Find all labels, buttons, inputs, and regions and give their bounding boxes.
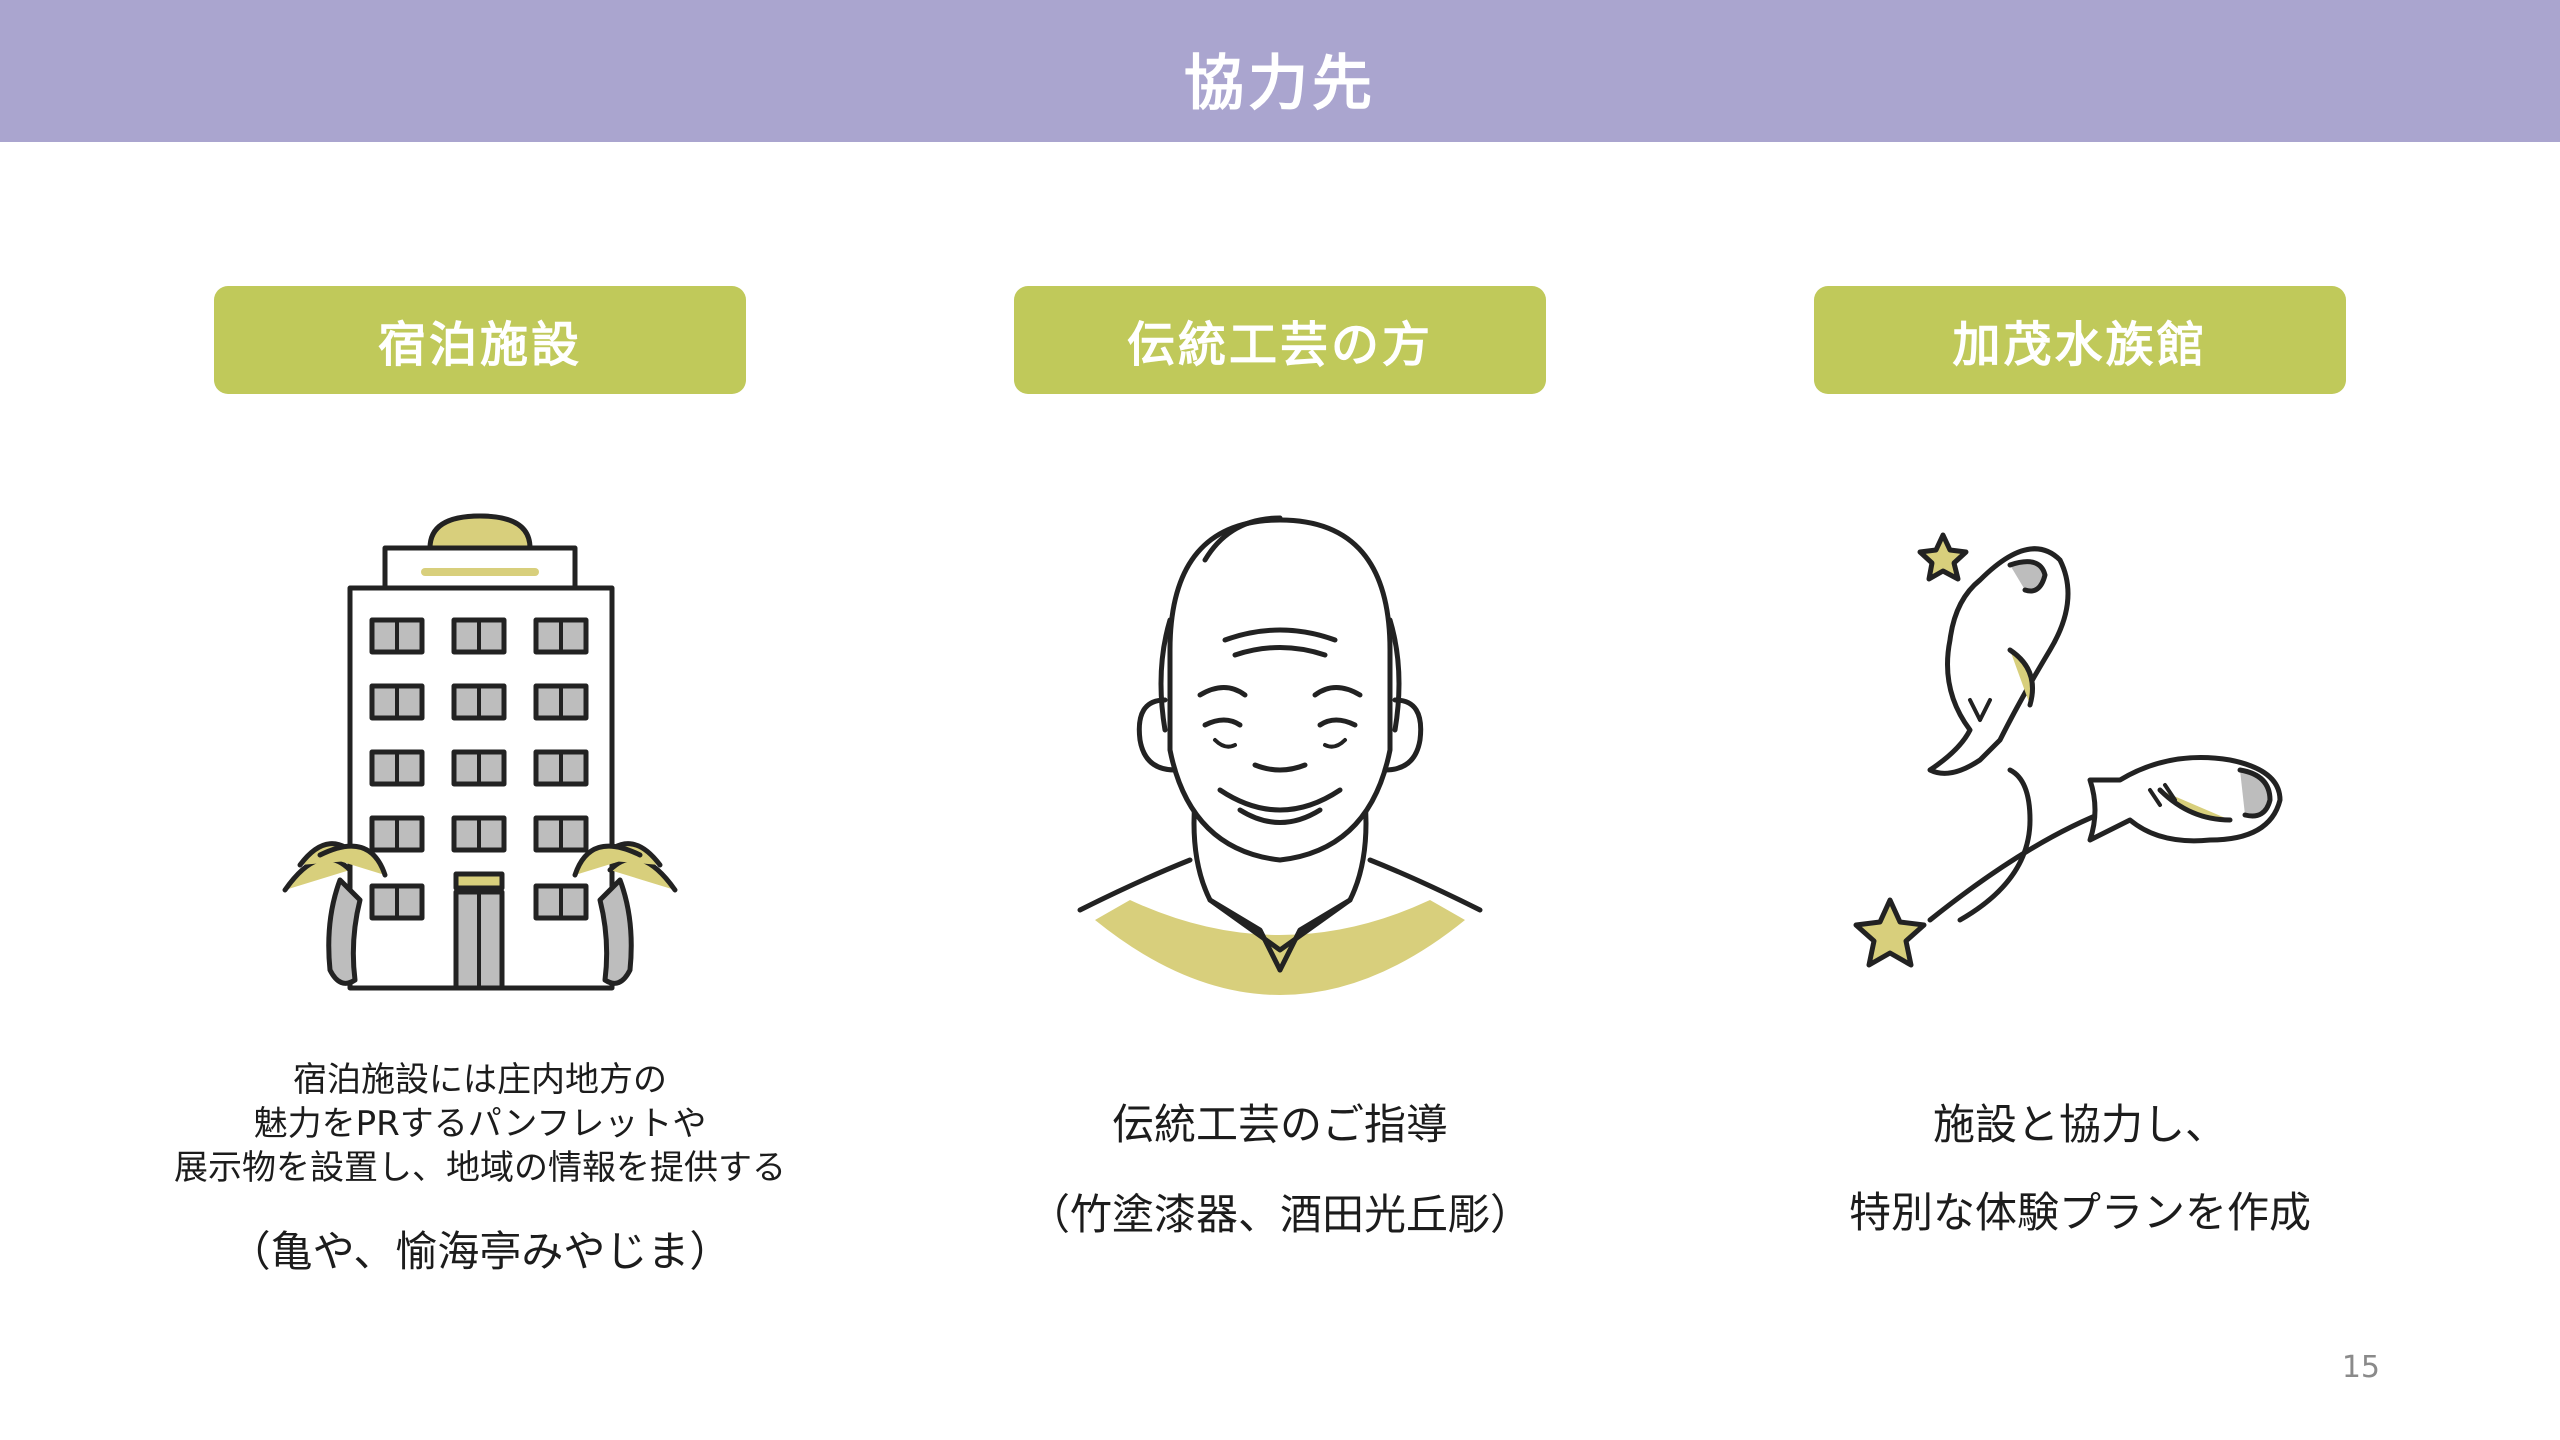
- page-title: 協力先: [1184, 48, 1376, 119]
- elderly-craftsman-icon: [1030, 500, 1530, 1000]
- jumping-fish-icon: [1830, 500, 2330, 1000]
- page-number: 15: [2341, 1350, 2380, 1385]
- description-line: 施設と協力し、: [1932, 1100, 2227, 1149]
- column-accommodation: 宿泊施設: [80, 0, 880, 1440]
- partner-names-accommodation: （亀や、愉海亭みやじま）: [228, 1227, 732, 1276]
- description-aquarium: 施設と協力し、 特別な体験プランを作成: [1680, 1098, 2480, 1240]
- description-accommodation: 宿泊施設には庄内地方の 魅力をPRするパンフレットや 展示物を設置し、地域の情報…: [80, 1058, 880, 1190]
- label-craft: 伝統工芸の方: [1014, 286, 1546, 394]
- header-bar: 協力先: [0, 0, 2560, 142]
- label-aquarium: 加茂水族館: [1814, 286, 2346, 394]
- description-line: 展示物を設置し、地域の情報を提供する: [174, 1148, 786, 1188]
- description-line: 魅力をPRするパンフレットや: [253, 1104, 707, 1144]
- column-craft: 伝統工芸の方: [880, 0, 1680, 1440]
- description-line: 宿泊施設には庄内地方の: [293, 1060, 667, 1100]
- partner-names-craft: （竹塗漆器、酒田光丘彫）: [1027, 1190, 1532, 1239]
- hotel-building-icon: [230, 500, 730, 1000]
- column-aquarium: 加茂水族館 施設と協力し、 特別な体験プランを作成: [1680, 0, 2480, 1440]
- label-accommodation: 宿泊施設: [214, 286, 746, 394]
- description-craft: 伝統工芸のご指導: [1111, 1100, 1448, 1149]
- description-line: 特別な体験プランを作成: [1848, 1188, 2311, 1237]
